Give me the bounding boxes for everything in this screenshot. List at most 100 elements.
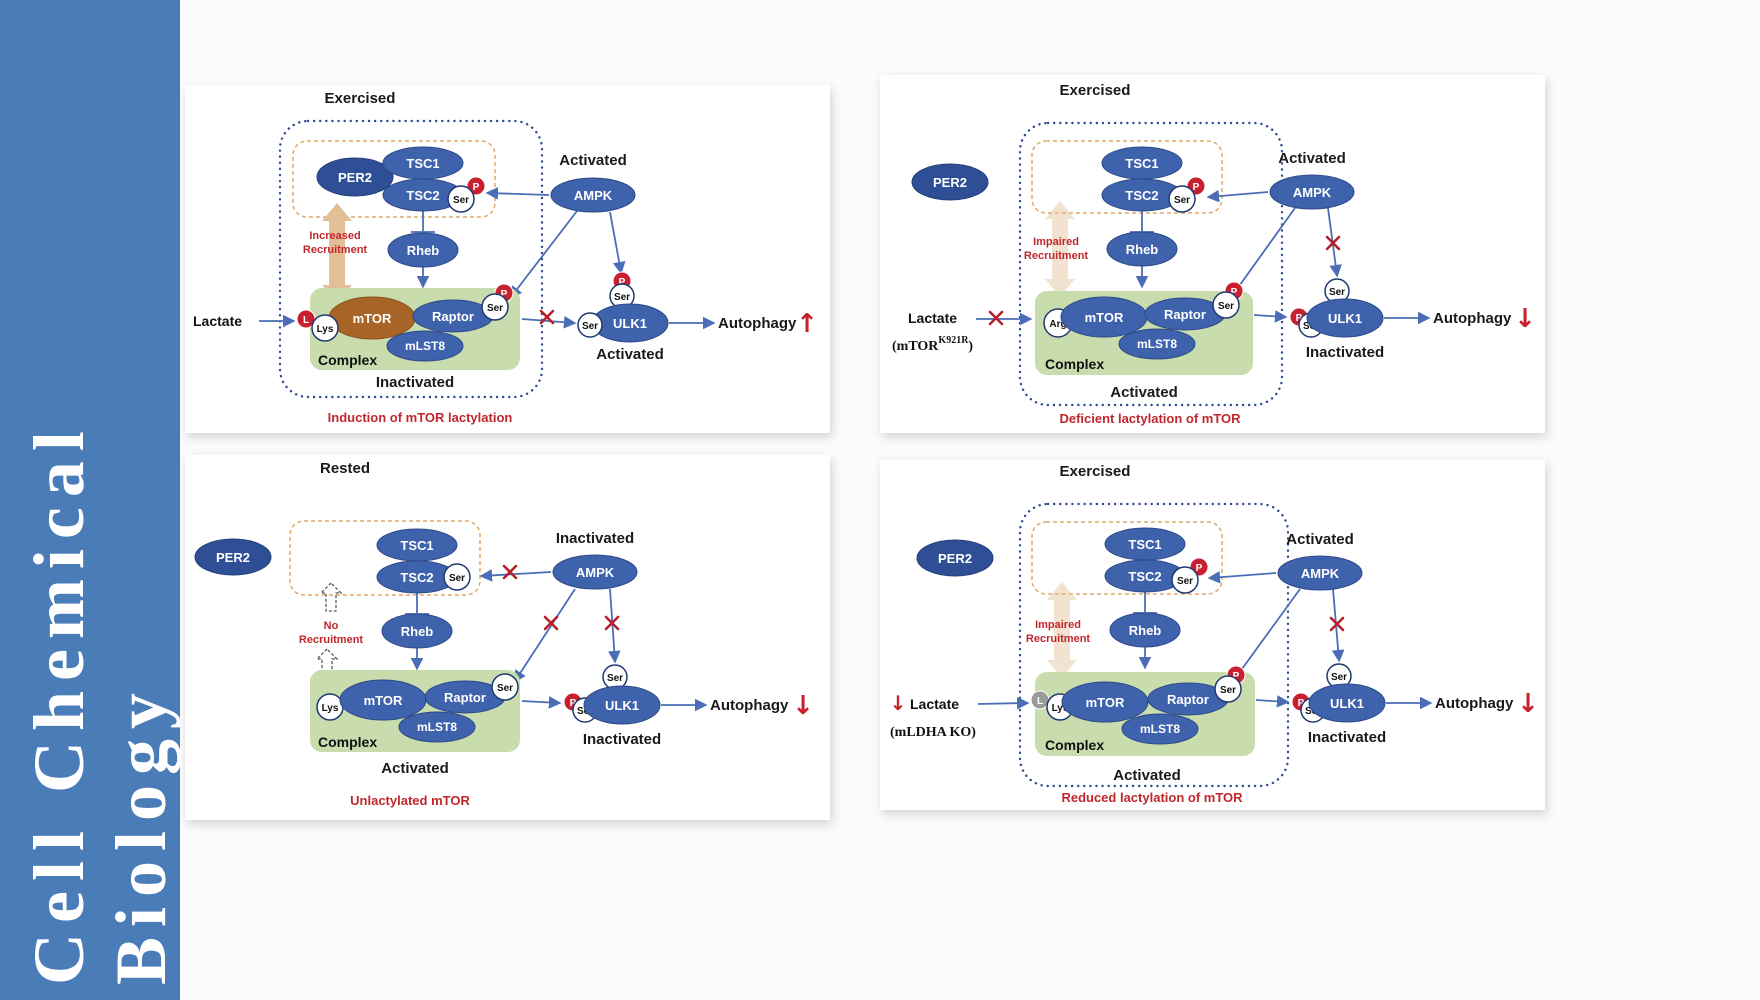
complex-label: Complex [318, 734, 377, 750]
rheb-node: Rheb [1109, 612, 1181, 648]
complex-label: Complex [1045, 356, 1104, 372]
autophagy-label: Autophagy [718, 315, 797, 332]
panel-title: Exercised [1060, 463, 1131, 480]
mtor-label: mTOR [353, 311, 392, 326]
panel-title: Exercised [325, 90, 396, 107]
recruitment-arrow [1047, 582, 1077, 678]
rheb-label: Rheb [401, 624, 434, 639]
mtor-label: mTOR [1085, 310, 1124, 325]
mlst8-node: mLST8 [398, 711, 476, 743]
mtor-node: mTOR [339, 679, 427, 721]
per2-label: PER2 [938, 551, 972, 566]
ampk-state: Activated [1286, 531, 1354, 548]
lactate-label: Lactate [910, 696, 959, 712]
mlst8-node: mLST8 [1121, 713, 1199, 745]
raptor-phospho-site: P Ser [1214, 665, 1246, 703]
ampk-state: Activated [559, 152, 627, 169]
mtor-node: mTOR [328, 296, 416, 340]
rheb-label: Rheb [1129, 623, 1162, 638]
ampk-node: Inactivated AMPK [552, 530, 638, 590]
ser-site: Ser [449, 573, 465, 584]
tsc2-node: TSC2 [376, 560, 458, 594]
phospho-badge: P [1298, 698, 1305, 709]
journal-title-line2: Biology [101, 682, 181, 985]
mlst8-label: mLST8 [405, 339, 445, 353]
complex-state: Inactivated [376, 374, 454, 391]
lys-site: Lys [316, 693, 344, 721]
rheb-node: Rheb [387, 232, 459, 268]
recruitment-note-line2: Recruitment [1026, 633, 1091, 645]
mutant-label: (mLDHA KO) [890, 725, 976, 740]
raptor-ser-site: Ser [491, 673, 519, 701]
tsc2-label: TSC2 [400, 570, 433, 585]
phospho-badge: P [570, 698, 577, 709]
raptor-label: Raptor [444, 690, 486, 705]
mtor-label: mTOR [364, 693, 403, 708]
ulk1-node: P Ser Ser ULK1 Inactivated [1289, 278, 1384, 361]
autophagy-direction-arrow: ↓ [1517, 689, 1539, 719]
autophagy-direction-arrow: ↑ [796, 309, 818, 339]
recruitment-note-line2: Recruitment [303, 244, 368, 256]
lactate-decrease-arrow: ↓ [890, 691, 907, 715]
tsc2-label: TSC2 [1128, 569, 1161, 584]
ampk-state: Inactivated [556, 530, 634, 547]
autophagy-label: Autophagy [710, 697, 789, 714]
journal-sidebar: Cell Chemical Biology [0, 0, 181, 1000]
tsc1-node: TSC1 [1101, 146, 1183, 180]
autophagy-label: Autophagy [1435, 695, 1514, 712]
mtor-label: mTOR [1086, 695, 1125, 710]
ser-site: Ser [1177, 576, 1193, 587]
ulk1-label: ULK1 [613, 316, 647, 331]
raptor-label: Raptor [432, 309, 474, 324]
ampk-label: AMPK [1293, 185, 1332, 200]
raptor-phospho-site: P Ser [481, 283, 514, 321]
panel-exercised-induction: PER2 TSC1 TSC2 P Ser Activated AMPK Rheb… [185, 85, 830, 433]
ulk1-state: Inactivated [1306, 344, 1384, 361]
signal-arrows [976, 189, 1431, 326]
panel-caption: Deficient lactylation of mTOR [1059, 411, 1241, 426]
phospho-badge: P [1233, 671, 1240, 682]
raptor-node: Raptor [1147, 682, 1229, 716]
blocked-cross-icon [1329, 616, 1345, 632]
ulk1-label: ULK1 [1330, 696, 1364, 711]
raptor-node: Raptor [424, 680, 506, 714]
panel-caption: Induction of mTOR lactylation [328, 410, 513, 425]
per2-node: PER2 [916, 539, 994, 577]
ulk1-state: Inactivated [1308, 729, 1386, 746]
mlst8-node: mLST8 [386, 330, 464, 362]
panel-title: Exercised [1060, 82, 1131, 99]
ser-site: Ser [582, 321, 598, 332]
recruitment-arrow [1045, 201, 1075, 297]
recruitment-note-line2: Recruitment [299, 634, 364, 646]
tsc2-label: TSC2 [406, 188, 439, 203]
raptor-node: Raptor [412, 299, 494, 333]
blocked-cross-icon [988, 310, 1004, 326]
lactyl-badge: L [303, 315, 309, 326]
panel-caption: Unlactylated mTOR [350, 793, 470, 808]
rheb-node: Rheb [381, 613, 453, 649]
tsc1-node: TSC1 [1104, 527, 1186, 561]
exercise-dotted-border [278, 119, 544, 399]
mlst8-label: mLST8 [1137, 337, 1177, 351]
ampk-label: AMPK [576, 565, 615, 580]
residue-site: Lys [322, 703, 339, 714]
recruitment-dashed-box [1031, 140, 1223, 214]
tsc2-ser-site: Ser [443, 563, 471, 591]
raptor-phospho-site: P Ser [1212, 281, 1244, 319]
signal-arrows [977, 570, 1433, 710]
ser-site: Ser [487, 303, 503, 314]
ampk-state: Activated [1278, 150, 1346, 167]
recruitment-note-line2: Recruitment [1024, 250, 1089, 262]
tsc1-node: TSC1 [376, 528, 458, 562]
ulk1-state: Activated [596, 346, 664, 363]
rheb-label: Rheb [1126, 242, 1159, 257]
complex-state: Activated [1110, 384, 1178, 401]
complex-state: Activated [381, 760, 449, 777]
panel-rested-unlactylated: PER2 TSC1 TSC2 Ser Inactivated AMPK Rheb… [185, 455, 830, 820]
ser-site: Ser [577, 706, 593, 717]
recruitment-note-line1: Impaired [1035, 619, 1081, 631]
recruitment-arrow [322, 203, 352, 303]
panel-exercised-deficient: PER2 TSC1 TSC2 P Ser Activated AMPK Rheb… [880, 75, 1545, 433]
raptor-label: Raptor [1167, 692, 1209, 707]
rheb-node: Rheb [1106, 231, 1178, 267]
